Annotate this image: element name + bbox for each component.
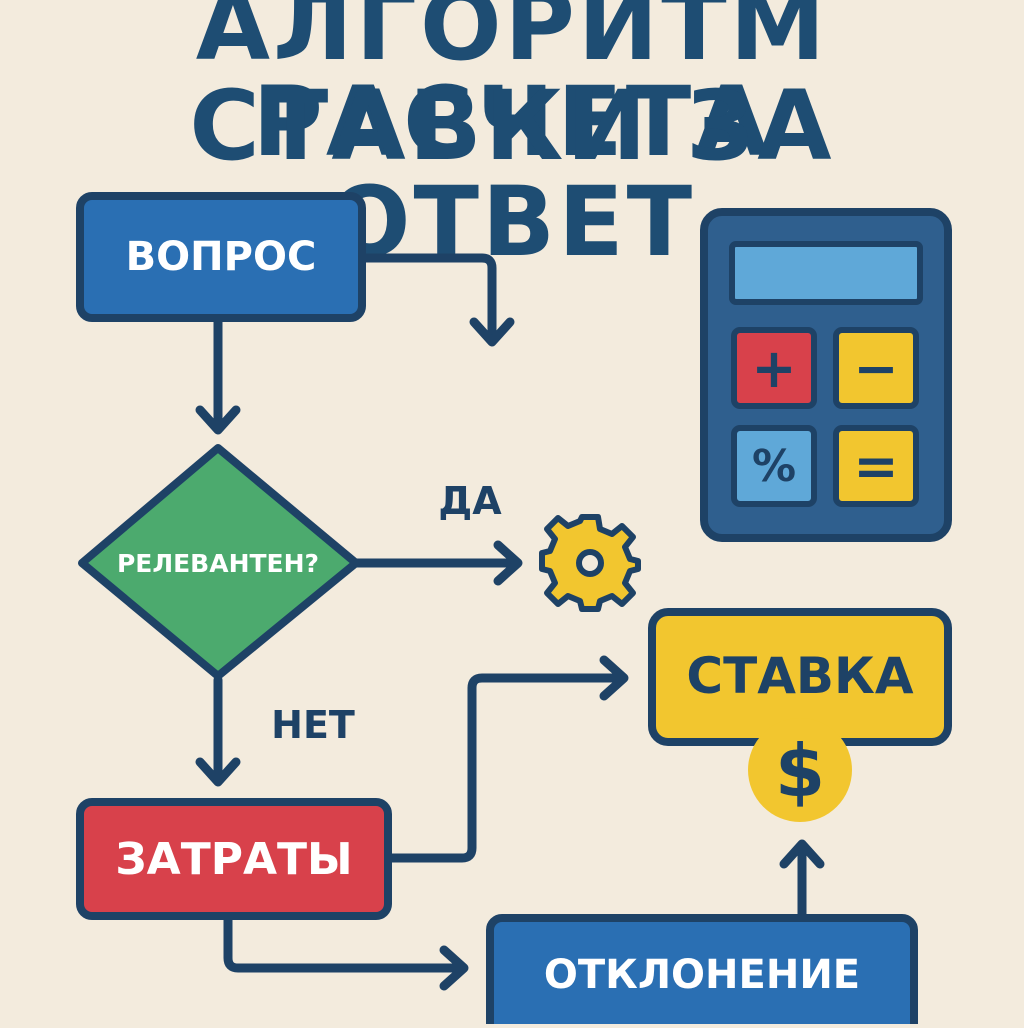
- calculator-key-percent: [731, 425, 817, 507]
- arrowhead-deviation-rate: [779, 839, 825, 869]
- deviation-label: ОТКЛОНЕНИЕ: [543, 952, 861, 998]
- relevance-label: РЕЛЕВАНТЕН?: [116, 548, 320, 578]
- question-box: [76, 192, 366, 322]
- costs-box: [76, 798, 392, 920]
- arrowhead-question-diamond: [195, 405, 241, 435]
- page-title-line-1: АЛГОРИТМ РАСЧЕТА: [195, 0, 829, 178]
- rate-label: СТАВКА: [686, 647, 914, 705]
- connector-costs-deviation: [223, 913, 467, 973]
- costs-label: ЗАТРАТЫ: [115, 833, 353, 885]
- calc-key-plus-glyph: +: [751, 336, 797, 400]
- calculator-key-equals: [833, 425, 919, 507]
- dollar-sign: $: [774, 729, 826, 813]
- calculator-display: [729, 241, 923, 305]
- gear-icon: [539, 514, 641, 612]
- deviation-box: [486, 914, 918, 1024]
- arrowhead-costs-rate: [599, 655, 629, 701]
- arrowhead-question-right: [469, 317, 515, 347]
- calc-key-percent-glyph: %: [751, 440, 797, 492]
- question-label: ВОПРОС: [125, 234, 317, 280]
- dollar-coin-icon: [748, 718, 852, 822]
- connector-costs-rate: [383, 673, 627, 863]
- calculator-key-minus: [833, 327, 919, 409]
- connector-question-right: [360, 253, 497, 345]
- calc-key-minus-glyph: −: [853, 336, 899, 400]
- calculator-key-plus: [731, 327, 817, 409]
- edge-label-yes: ДА: [438, 479, 502, 523]
- arrowhead-diamond-no: [195, 757, 241, 787]
- relevance-diamond: [78, 444, 360, 680]
- edge-label-no: НЕТ: [271, 703, 355, 747]
- calc-key-equals-glyph: =: [853, 434, 899, 498]
- arrowhead-costs-deviation: [439, 945, 469, 991]
- arrowhead-diamond-yes: [493, 540, 523, 586]
- calculator-icon: [700, 208, 952, 542]
